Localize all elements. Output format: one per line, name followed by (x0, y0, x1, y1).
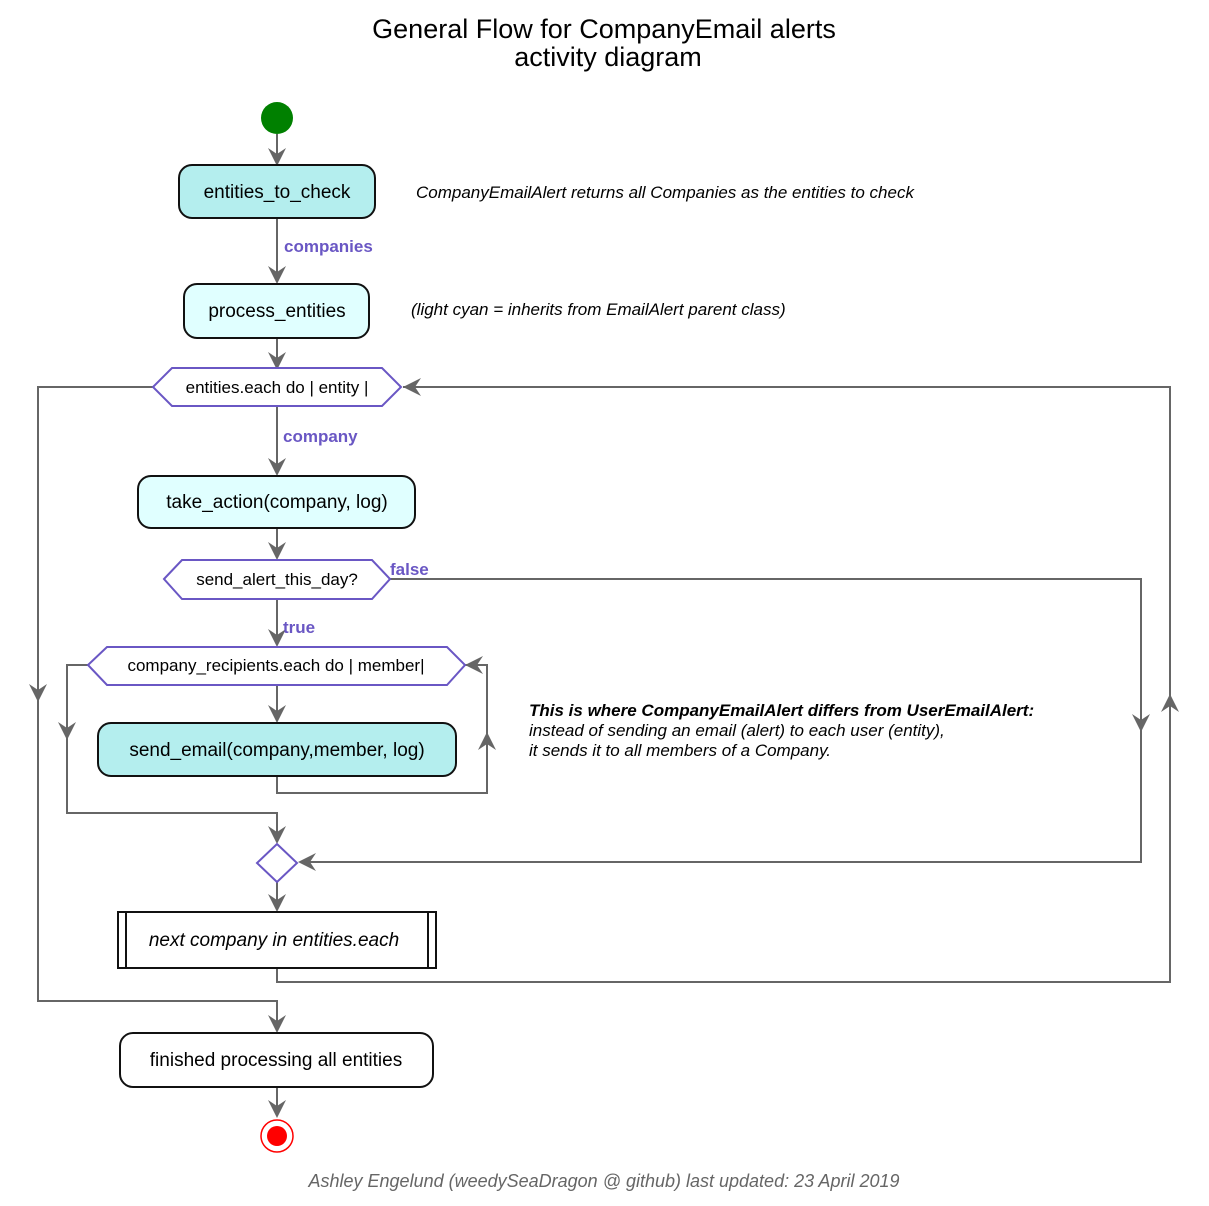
action-label: process_entities (208, 301, 345, 322)
note-diff-line3: it sends it to all members of a Company. (529, 741, 831, 760)
note-diff-heading: This is where CompanyEmailAlert differs … (529, 701, 1034, 720)
note-entities: CompanyEmailAlert returns all Companies … (416, 183, 915, 202)
action-box (183, 283, 370, 339)
action-box (117, 911, 437, 969)
note-diff-line2: instead of sending an email (alert) to e… (529, 721, 945, 740)
end-node (260, 1119, 294, 1153)
action-box (137, 475, 416, 529)
arrowhead-down (268, 148, 286, 166)
arrowhead-left (403, 378, 421, 396)
action-box (178, 164, 376, 219)
decision-recipients-each: company_recipients.each do | member| (86, 646, 467, 686)
merge-node (255, 842, 299, 884)
arrowhead-down (268, 629, 286, 647)
arrowhead-up (478, 732, 496, 750)
action-next-company: next company in entities.each (117, 911, 437, 969)
end-node-dot (267, 1126, 287, 1146)
edge-label-false: false (390, 560, 429, 579)
action-finished: finished processing all entities (119, 1032, 434, 1088)
action-label: send_email(company,member, log) (129, 740, 424, 761)
arrowhead-left (465, 656, 483, 674)
action-process-entities: process_entities (183, 283, 370, 339)
edge-label-true: true (283, 618, 315, 637)
action-send-email: send_email(company,member, log) (97, 722, 457, 777)
action-label: finished processing all entities (150, 1050, 402, 1071)
decision-label: send_alert_this_day? (196, 570, 358, 589)
arrowhead-down (58, 722, 76, 740)
arrowhead-down (268, 705, 286, 723)
arrowhead-down (268, 1015, 286, 1033)
edge-label-companies: companies (284, 237, 373, 256)
start-node (261, 102, 293, 134)
note-legend: (light cyan = inherits from EmailAlert p… (411, 300, 786, 319)
action-label: next company in entities.each (149, 930, 399, 951)
diagram-subtitle: activity diagram (514, 42, 702, 72)
decision-hexagon (162, 559, 392, 600)
decision-label: company_recipients.each do | member| (127, 656, 424, 675)
action-take-action: take_action(company, log) (137, 475, 416, 529)
arrowhead-down (268, 352, 286, 370)
decision-entities-each: entities.each do | entity | (151, 367, 403, 407)
arrowhead-down (268, 894, 286, 912)
decision-hexagon (86, 646, 467, 686)
action-box (119, 1032, 434, 1088)
footer-credit: Ashley Engelund (weedySeaDragon @ github… (308, 1171, 900, 1191)
diagram-title: General Flow for CompanyEmail alerts (372, 14, 836, 44)
arrowhead-down (268, 266, 286, 284)
edge-next-to-loop (276, 386, 1171, 983)
arrowhead-down (1132, 714, 1150, 732)
decision-send-alert: send_alert_this_day? (162, 559, 392, 600)
edge-recipients-exit (66, 664, 278, 842)
decision-label: entities.each do | entity | (186, 378, 369, 397)
action-box (97, 722, 457, 777)
arrowhead-down (268, 1100, 286, 1118)
action-label: entities_to_check (204, 182, 351, 203)
decision-hexagon (151, 367, 403, 407)
edge-label-company: company (283, 427, 358, 446)
edge-loop-exit-to-finished (37, 386, 278, 1031)
action-label: take_action(company, log) (166, 492, 387, 513)
arrowhead-down (29, 684, 47, 702)
edge-send-email-loop-back (276, 664, 488, 794)
arrowhead-down (268, 458, 286, 476)
arrowhead-down (268, 542, 286, 560)
arrowheads (29, 148, 1179, 1118)
arrowhead-left (298, 853, 316, 871)
merge-diamond (255, 842, 299, 884)
action-entities-to-check: entities_to_check (178, 164, 376, 219)
arrowhead-up (1161, 694, 1179, 712)
arrowhead-down (268, 826, 286, 844)
